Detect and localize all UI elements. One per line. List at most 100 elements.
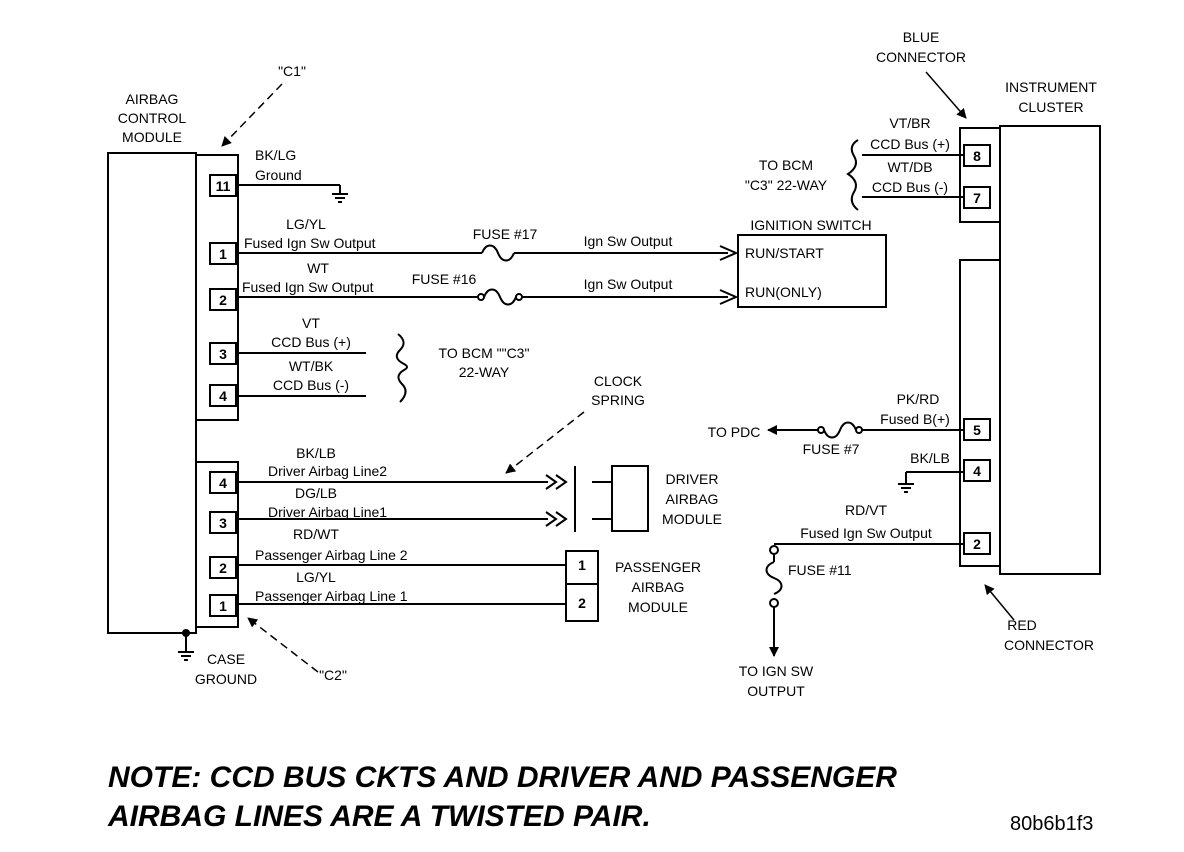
- clock-spring-arrow: [505, 411, 585, 474]
- fuse-label: FUSE #16: [412, 271, 477, 287]
- wire-function-label: CCD Bus (-): [273, 377, 349, 393]
- pin-label: 1: [578, 557, 586, 573]
- brace-icon: [395, 333, 408, 403]
- wire-color-label: DG/LB: [295, 485, 337, 501]
- pin-label: 3: [219, 346, 227, 362]
- wire-function-label: CCD Bus (-): [872, 179, 948, 195]
- to-bcm-label-2: "C3" 22-WAY: [745, 177, 828, 193]
- ccd-bus-right: VT/BR CCD Bus (+) WT/DB CCD Bus (-) TO B…: [745, 115, 964, 211]
- pin-box: [209, 511, 237, 534]
- red-connector-arrow: [984, 584, 1015, 621]
- wire-color-label: RD/VT: [845, 502, 887, 518]
- cluster-label-2: CLUSTER: [1018, 99, 1083, 115]
- red-connector: 5 4 2 RED CONNECTOR: [959, 259, 1094, 653]
- passenger-airbag-label-3: MODULE: [628, 599, 688, 615]
- fuse-icon: [765, 561, 783, 595]
- wire-function-label: Ground: [255, 167, 302, 183]
- wire-function-label: Fused Ign Sw Output: [242, 279, 374, 295]
- pin-label: 4: [219, 475, 227, 491]
- pin-label: 2: [219, 292, 227, 308]
- blue-connector-label-2: CONNECTOR: [876, 49, 966, 65]
- wire-color-label: PK/RD: [897, 391, 940, 407]
- fuse16-circuit: WT Fused Ign Sw Output FUSE #16 Ign Sw O…: [236, 260, 739, 306]
- wire-function-label: Passenger Airbag Line 2: [255, 547, 408, 563]
- fuse-label: FUSE #11: [788, 562, 852, 578]
- pin-label: 8: [973, 148, 981, 164]
- pin-label: 2: [578, 595, 586, 611]
- passenger-airbag-circuit: 1 2 PASSENGER AIRBAG MODULE RD/WT Passen…: [236, 526, 701, 622]
- pin-box: [209, 594, 237, 617]
- driver-airbag-label-2: AIRBAG: [666, 491, 719, 507]
- case-ground-label: CASE: [207, 651, 245, 667]
- to-bcm-label: TO BCM ""C3": [439, 345, 530, 361]
- c2-label: "C2": [319, 667, 347, 683]
- cluster-label: INSTRUMENT: [1005, 79, 1097, 95]
- fuse11-circuit: RD/VT Fused Ign Sw Output FUSE #11 TO IG…: [739, 502, 964, 699]
- driver-airbag-label: DRIVER: [666, 471, 719, 487]
- run-start-label: RUN/START: [745, 245, 824, 261]
- to-ign-label-2: OUTPUT: [747, 683, 805, 699]
- figure-code: 80b6b1f3: [1010, 813, 1093, 835]
- wire-function-label: Ign Sw Output: [584, 276, 673, 292]
- passenger-airbag-label-2: AIRBAG: [632, 579, 685, 595]
- footnote: NOTE: CCD BUS CKTS AND DRIVER AND PASSEN…: [107, 761, 1093, 835]
- blue-connector-arrow: [925, 71, 967, 119]
- acm-label-3: MODULE: [122, 129, 182, 145]
- blue-connector-label: BLUE: [903, 29, 940, 45]
- airbag-control-module: AIRBAG CONTROL MODULE: [107, 91, 197, 634]
- wire-color-label: WT: [307, 260, 329, 276]
- connector-chevron-icon: [545, 474, 568, 490]
- connector-chevron-icon: [545, 511, 568, 527]
- ignition-switch-label: IGNITION SWITCH: [750, 217, 871, 233]
- to-bcm-label: TO BCM: [759, 157, 813, 173]
- to-bcm-label-2: 22-WAY: [459, 364, 510, 380]
- passenger-connector-box: [565, 550, 599, 622]
- pin-label: 1: [219, 598, 227, 614]
- acm-label-1: AIRBAG: [126, 91, 179, 107]
- fuse-icon: [823, 421, 857, 439]
- brace-icon: [846, 139, 859, 211]
- clock-spring-label: CLOCK: [594, 373, 643, 389]
- case-ground-label-2: GROUND: [195, 671, 257, 687]
- driver-airbag-label-3: MODULE: [662, 511, 722, 527]
- passenger-airbag-label: PASSENGER: [615, 559, 701, 575]
- wire-color-label: WT/DB: [887, 159, 932, 175]
- case-ground: CASE GROUND: [178, 629, 257, 687]
- wire-color-label: BK/LB: [910, 450, 950, 466]
- ccd-bus-left: VT CCD Bus (+) WT/BK CCD Bus (-) TO BCM …: [236, 315, 530, 403]
- run-only-label: RUN(ONLY): [745, 284, 822, 300]
- c2-pointer-arrow: [247, 617, 319, 673]
- wire-color-label: LG/YL: [296, 569, 336, 585]
- cluster-ground-circuit: BK/LB: [898, 450, 964, 493]
- to-pdc-label: TO PDC: [708, 424, 761, 440]
- wire-function-label: Driver Airbag Line2: [268, 463, 387, 479]
- fuse17-circuit: LG/YL Fused Ign Sw Output FUSE #17 Ign S…: [236, 216, 739, 262]
- wire-color-label: BK/LG: [255, 147, 296, 163]
- pin-label: 4: [219, 388, 227, 404]
- fuse-label: FUSE #7: [803, 441, 860, 457]
- connector-c1: "C1": [195, 63, 306, 421]
- wire-function-label: Fused Ign Sw Output: [244, 235, 376, 251]
- pin-label: 2: [219, 560, 227, 576]
- driver-airbag-module-box: [611, 465, 649, 532]
- instrument-cluster: INSTRUMENT CLUSTER: [999, 79, 1101, 575]
- fuse-icon: [483, 288, 517, 306]
- wire-color-label: LG/YL: [286, 216, 326, 232]
- pin-label: 5: [973, 422, 981, 438]
- c1-label: "C1": [278, 63, 306, 79]
- pin-box: [209, 556, 237, 579]
- wire-function-label: Fused Ign Sw Output: [800, 525, 932, 541]
- note-line-1: NOTE: CCD BUS CKTS AND DRIVER AND PASSEN…: [108, 761, 897, 794]
- ground-wire-circuit: BK/LG Ground: [236, 147, 348, 203]
- pin-box: [209, 288, 237, 311]
- fuse7-circuit: PK/RD Fused B(+) TO PDC FUSE #7: [708, 391, 964, 457]
- note-line-2: AIRBAG LINES ARE A TWISTED PAIR.: [107, 800, 651, 833]
- ignition-switch: IGNITION SWITCH RUN/START RUN(ONLY): [737, 217, 887, 308]
- pin-label: 11: [216, 178, 231, 194]
- wire-function-label: CCD Bus (+): [271, 334, 351, 350]
- wire-color-label: VT/BR: [889, 115, 930, 131]
- pin-label: 3: [219, 515, 227, 531]
- wire-function-label: Passenger Airbag Line 1: [255, 588, 408, 604]
- red-connector-label: RED: [1007, 617, 1037, 633]
